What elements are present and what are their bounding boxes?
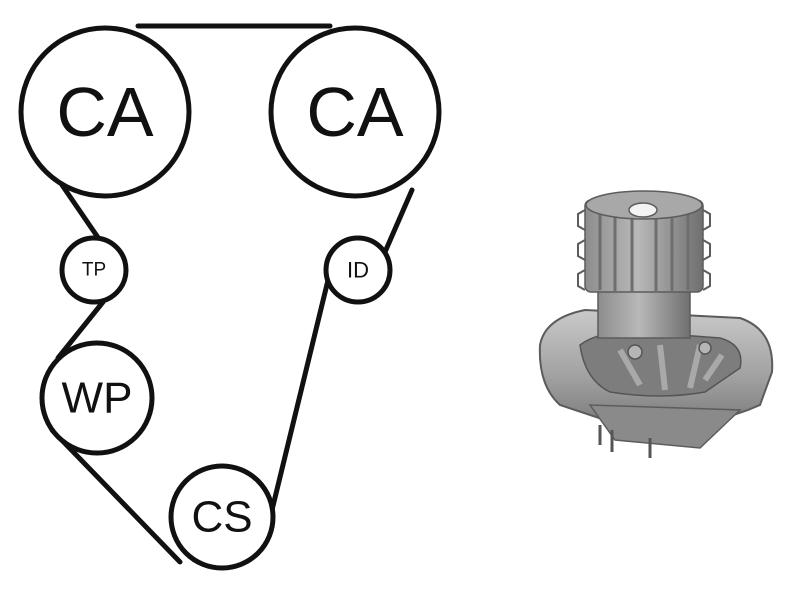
pulley-wp: WP: [39, 340, 155, 456]
pulley-label-ca-right: CA: [306, 73, 404, 151]
pulley-cs: CS: [168, 463, 276, 571]
pulley-tp: TP: [59, 235, 129, 305]
pulley-label-tp: TP: [82, 260, 106, 281]
belt-segment-id-to-ca-right: [382, 187, 415, 255]
pulley-ca-right: CA: [268, 25, 442, 199]
pulley-label-ca-left: CA: [56, 73, 154, 151]
pulley-label-id: ID: [347, 258, 369, 283]
pulley-label-cs: CS: [191, 493, 252, 542]
pulley-ca-left: CA: [18, 25, 192, 199]
belt-segment-tp-to-wp: [55, 299, 106, 361]
belt-segment-wp-to-cs: [49, 427, 183, 565]
water-pump-icon: [538, 190, 774, 458]
pulley-label-wp: WP: [62, 374, 133, 423]
pulley-id: ID: [323, 235, 393, 305]
belt-segment-cs-to-id: [269, 269, 333, 513]
timing-belt: [49, 23, 415, 565]
